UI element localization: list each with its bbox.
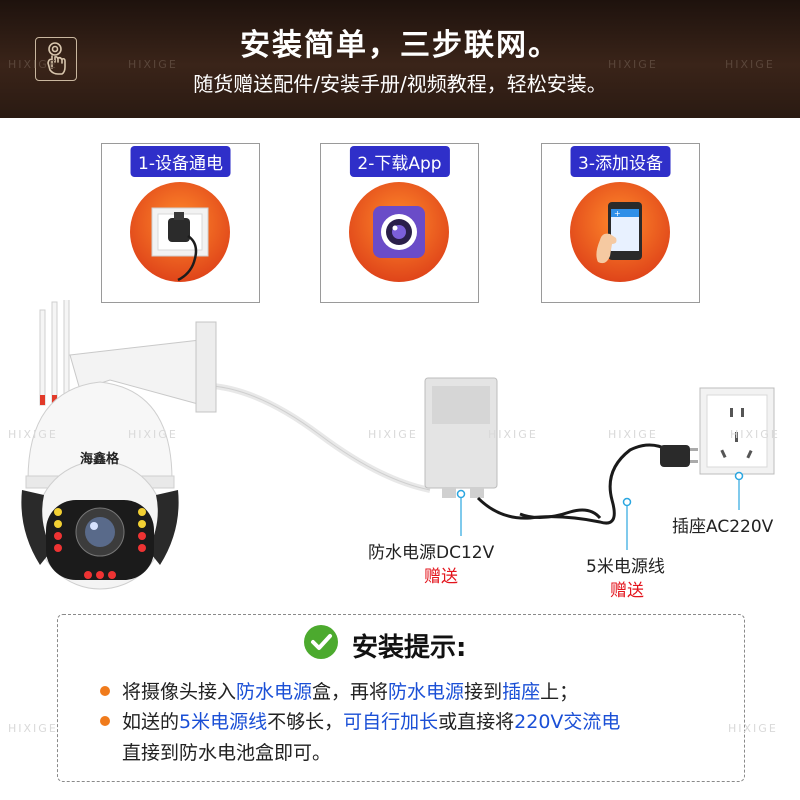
camera-app-icon (373, 206, 425, 258)
watermark-text: HIXIGE (8, 58, 58, 71)
installation-tips-box (57, 614, 745, 782)
power-box-caption: 防水电源DC12V (368, 543, 495, 563)
step-label: 2-下载App (349, 146, 450, 177)
installation-scene: 海鑫格 HIXIGE HIXIGE HIXIGE HIXIGE HIXIGE H… (0, 295, 800, 601)
tip-line-1: 将摄像头接入防水电源盒，再将防水电源接到插座上； (122, 677, 578, 704)
watermark-text: HIXIGE (608, 428, 658, 441)
phone-in-hand-icon: + (596, 202, 642, 264)
step-circle: + (570, 182, 670, 282)
watermark-text: HIXIGE (488, 428, 538, 441)
header-banner: 安装简单，三步联网。 随货赠送配件/安装手册/视频教程，轻松安装。 HIXIGE… (0, 0, 800, 118)
step-label: 3-添加设备 (570, 146, 671, 177)
step-card-power-on: 1-设备通电 (101, 143, 260, 303)
watermark-text: HIXIGE (728, 722, 778, 735)
watermark-text: HIXIGE (730, 428, 780, 441)
tip-highlight: 220V交流电 (514, 711, 621, 733)
tip-line-3: 直接到防水电池盒即可。 (122, 742, 332, 764)
watermark-text: HIXIGE (368, 428, 418, 441)
bullet-dot-icon (100, 716, 110, 726)
bullet-dot-icon (100, 686, 110, 696)
step-card-download-app: 2-下载App (320, 143, 479, 303)
tips-title: 安装提示: (352, 633, 467, 663)
tip-text: 接到 (464, 681, 503, 703)
page-title: 安装简单，三步联网。 (240, 28, 560, 63)
watermark-text: HIXIGE (725, 58, 775, 71)
camera-brand-label: 海鑫格 (80, 452, 120, 467)
step-circle (349, 182, 449, 282)
step-circle (130, 182, 230, 282)
power-box-gift-label: 赠送 (424, 567, 458, 587)
tip-line-2: 如送的5米电源线不够长，可自行加长或直接将220V交流电 (122, 707, 620, 734)
tip-text: 或直接将 (438, 711, 515, 733)
watermark-text: HIXIGE (128, 428, 178, 441)
tip-text: 盒，再将 (312, 681, 389, 703)
installation-illustration (21, 295, 775, 590)
tip-text: 如送的 (122, 711, 180, 733)
tip-text: 上； (540, 681, 579, 703)
watermark-text: HIXIGE (128, 58, 178, 71)
cable-caption: 5米电源线 (586, 557, 665, 577)
tip-text: 将摄像头接入 (122, 681, 237, 703)
tip-highlight: 防水电源 (236, 681, 313, 703)
tip-text: 不够长， (267, 711, 344, 733)
svg-text:+: + (614, 209, 621, 218)
watermark-text: HIXIGE (608, 58, 658, 71)
step-card-add-device: 3-添加设备 + (541, 143, 700, 303)
check-icon (304, 625, 338, 659)
tip-highlight: 防水电源 (388, 681, 465, 703)
socket-caption: 插座AC220V (672, 517, 774, 537)
hand-touch-icon (35, 37, 77, 81)
step-label: 1-设备通电 (130, 146, 231, 177)
tip-highlight: 5米电源线 (179, 711, 268, 733)
page-subtitle: 随货赠送配件/安装手册/视频教程，轻松安装。 (193, 72, 607, 96)
watermark-text: HIXIGE (8, 428, 58, 441)
tip-highlight: 插座 (502, 681, 541, 703)
wall-plug-icon (151, 207, 209, 282)
watermark-text: HIXIGE (8, 722, 58, 735)
cable-gift-label: 赠送 (610, 581, 644, 601)
tip-highlight: 可自行加长 (343, 711, 439, 733)
